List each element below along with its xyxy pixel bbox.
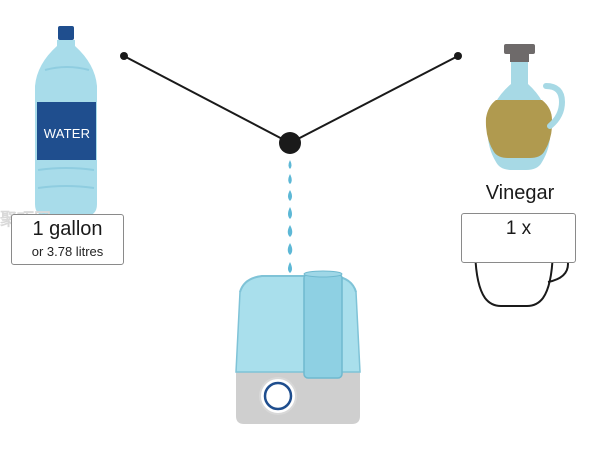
water-bottle-label: WATER — [43, 126, 91, 141]
water-drops-icon — [287, 160, 293, 273]
vinegar-amount: 1 x — [505, 218, 532, 239]
water-amount-box: 1 gallon or 3.78 litres — [11, 214, 124, 265]
mixing-lines — [120, 52, 462, 154]
water-amount-sub: or 3.78 litres — [31, 244, 104, 259]
vinegar-label: Vinegar — [485, 182, 555, 204]
water-amount-main: 1 gallon — [32, 218, 103, 240]
vinegar-bottle-icon — [485, 44, 566, 170]
junction-dot — [279, 132, 301, 154]
vinegar-amount-box: 1 x — [461, 213, 576, 263]
water-bottle-icon — [35, 26, 97, 216]
humidifier-icon — [235, 270, 361, 424]
